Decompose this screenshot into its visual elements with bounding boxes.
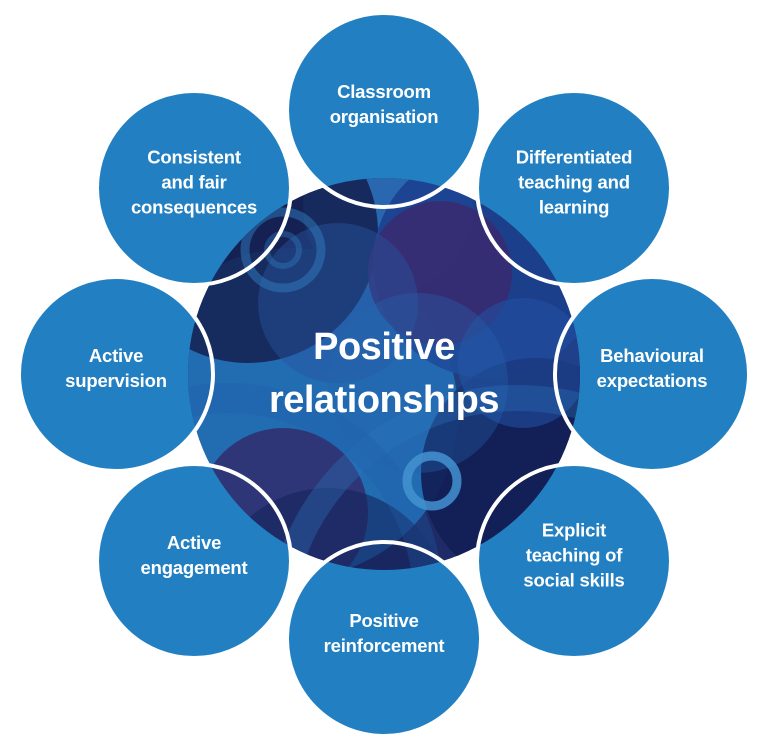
node-label-positive-reinforcement: Positive reinforcement [323,610,445,656]
node-ring-active-engagement: Active engagement [95,462,293,660]
node-label-active-supervision: Active supervision [65,345,167,391]
node-ring-differentiated-teaching-and-learning: Differentiated teaching and learning [475,89,673,287]
node-ring-classroom-organisation: Classroom organisation [285,11,483,209]
node-ring-consistent-and-fair-consequences: Consistent and fair consequences [95,89,293,287]
node-label-differentiated-teaching-and-learning: Differentiated teaching and learning [515,146,633,218]
node-label-behavioural-expectations: Behavioural expectations [596,345,708,391]
node-ring-explicit-teaching-of-social-skills: Explicit teaching of social skills [475,462,673,660]
node-ring-behavioural-expectations: Behavioural expectations [553,275,751,473]
node-label-active-engagement: Active engagement [140,532,248,578]
node-ring-positive-reinforcement: Positive reinforcement [285,540,483,738]
center-label: Positive relationships [269,326,500,421]
node-label-explicit-teaching-of-social-skills: Explicit teaching of social skills [523,519,625,591]
node-label-classroom-organisation: Classroom organisation [329,81,439,127]
node-label-consistent-and-fair-consequences: Consistent and fair consequences [130,146,258,218]
node-ring-active-supervision: Active supervision [17,275,215,473]
